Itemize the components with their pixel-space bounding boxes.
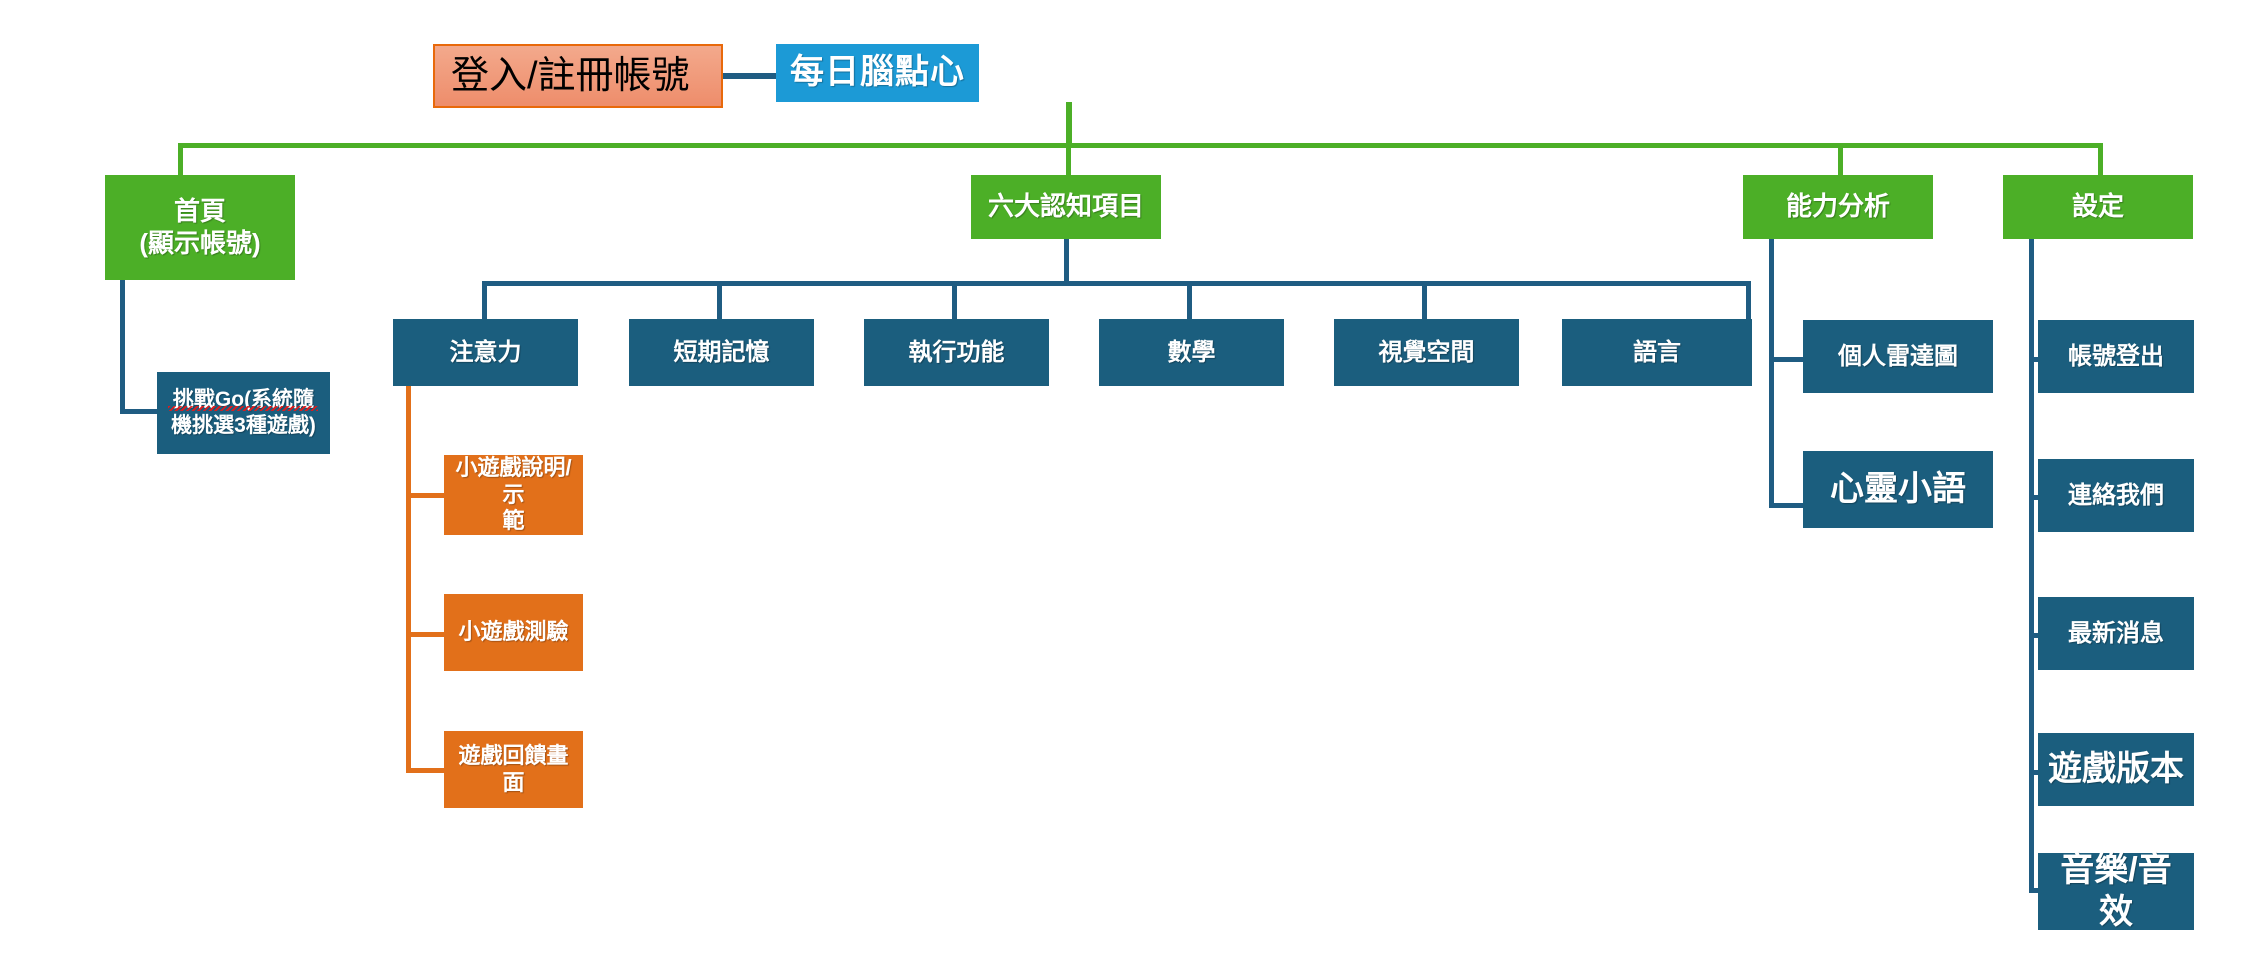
node-challenge-go-label-line2: 機挑選3種遊戲) <box>171 414 316 437</box>
connector-drop-analysis <box>1838 143 1843 175</box>
connector-attention-vertical <box>406 386 411 772</box>
connector-drop-shortmemory <box>717 281 722 319</box>
connector-analysis-vertical <box>1769 239 1774 508</box>
connector-cognitive-bus <box>482 281 1751 286</box>
node-challenge-go[interactable]: 挑戰Go(系統隨 機挑選3種遊戲) <box>157 372 330 454</box>
node-app-title-label: 每日腦點心 <box>790 53 965 92</box>
connector-drop-executive <box>952 281 957 319</box>
node-game-version[interactable]: 遊戲版本 <box>2038 733 2194 806</box>
node-math-label: 數學 <box>1167 338 1216 366</box>
node-home-labels: 首頁 (顯示帳號) <box>139 196 260 259</box>
node-language-label: 語言 <box>1633 338 1681 366</box>
node-home-label-line1: 首頁 <box>173 195 226 226</box>
node-attention-label: 注意力 <box>449 338 522 366</box>
node-music-sound-label: 音樂/音效 <box>2060 851 2172 931</box>
connector-drop-language <box>1746 281 1751 319</box>
node-game-test-label: 小遊戲測驗 <box>458 619 569 645</box>
node-game-tutorial[interactable]: 小遊戲說明/示 範 <box>444 455 583 535</box>
node-game-feedback-label: 遊戲回饋畫面 <box>458 742 569 795</box>
node-visuospatial-label: 視覺空間 <box>1378 338 1475 366</box>
connector-drop-attention <box>482 281 487 319</box>
node-mind-quote-label: 心靈小語 <box>1830 469 1966 508</box>
connector-attention-to-tutorial <box>406 493 444 498</box>
connector-attention-to-feedback <box>406 768 444 773</box>
connector-home-to-challenge <box>120 409 157 414</box>
connector-cognitive-stem <box>1064 239 1069 284</box>
node-executive-function[interactable]: 執行功能 <box>864 319 1049 386</box>
connector-drop-visuospatial <box>1422 281 1427 319</box>
connector-settings-vertical <box>2029 239 2034 893</box>
node-account-logout-label: 帳號登出 <box>2068 342 2164 370</box>
node-executive-function-label: 執行功能 <box>908 338 1005 366</box>
node-personal-radar-chart-label: 個人雷達圖 <box>1838 342 1958 370</box>
node-short-term-memory-label: 短期記憶 <box>673 338 770 366</box>
node-math[interactable]: 數學 <box>1099 319 1284 386</box>
node-contact-us-label: 連絡我們 <box>2068 481 2164 509</box>
node-account-logout[interactable]: 帳號登出 <box>2038 320 2194 393</box>
node-short-term-memory[interactable]: 短期記憶 <box>629 319 814 386</box>
connector-drop-home <box>178 143 183 175</box>
connector-attention-to-test <box>406 632 444 637</box>
node-ability-analysis-label: 能力分析 <box>1785 191 1890 222</box>
node-login-register-label: 登入/註冊帳號 <box>451 54 690 97</box>
node-game-tutorial-labels: 小遊戲說明/示 範 <box>450 455 577 535</box>
node-game-tutorial-label-line2: 範 <box>502 508 525 534</box>
node-home[interactable]: 首頁 (顯示帳號) <box>105 175 295 280</box>
node-game-tutorial-label-line1: 小遊戲說明/示 <box>455 454 572 507</box>
connector-home-vertical <box>120 280 125 413</box>
connector-drop-cognitive <box>1066 143 1071 175</box>
node-challenge-go-label-line1: 挑戰Go(系統隨 <box>172 388 315 412</box>
node-latest-news-label: 最新消息 <box>2068 619 2164 647</box>
node-challenge-go-labels: 挑戰Go(系統隨 機挑選3種遊戲) <box>171 387 316 438</box>
node-language[interactable]: 語言 <box>1562 319 1752 386</box>
node-music-sound[interactable]: 音樂/音效 <box>2038 851 2194 931</box>
node-visuospatial[interactable]: 視覺空間 <box>1334 319 1519 386</box>
node-login-register[interactable]: 登入/註冊帳號 <box>433 44 723 108</box>
node-cognitive-items[interactable]: 六大認知項目 <box>971 175 1161 239</box>
node-settings[interactable]: 設定 <box>2003 175 2193 239</box>
connector-login-to-title <box>723 73 776 79</box>
connector-analysis-to-radar <box>1769 357 1803 362</box>
node-cognitive-items-label: 六大認知項目 <box>987 191 1144 222</box>
connector-drop-math <box>1187 281 1192 319</box>
connector-level1-bus <box>178 143 2103 148</box>
node-game-feedback[interactable]: 遊戲回饋畫面 <box>444 731 583 808</box>
node-game-test[interactable]: 小遊戲測驗 <box>444 594 583 671</box>
node-attention[interactable]: 注意力 <box>393 319 578 386</box>
node-mind-quote[interactable]: 心靈小語 <box>1803 451 1993 528</box>
node-settings-label: 設定 <box>2071 191 2124 222</box>
node-ability-analysis[interactable]: 能力分析 <box>1743 175 1933 239</box>
node-latest-news[interactable]: 最新消息 <box>2038 597 2194 670</box>
connector-drop-settings <box>2098 143 2103 175</box>
node-home-label-line2: (顯示帳號) <box>139 227 261 258</box>
node-app-title: 每日腦點心 <box>776 44 979 102</box>
node-personal-radar-chart[interactable]: 個人雷達圖 <box>1803 320 1993 393</box>
connector-analysis-to-quote <box>1769 503 1803 508</box>
node-game-version-label: 遊戲版本 <box>2048 749 2184 788</box>
connector-title-stem <box>1066 102 1072 146</box>
node-contact-us[interactable]: 連絡我們 <box>2038 459 2194 532</box>
